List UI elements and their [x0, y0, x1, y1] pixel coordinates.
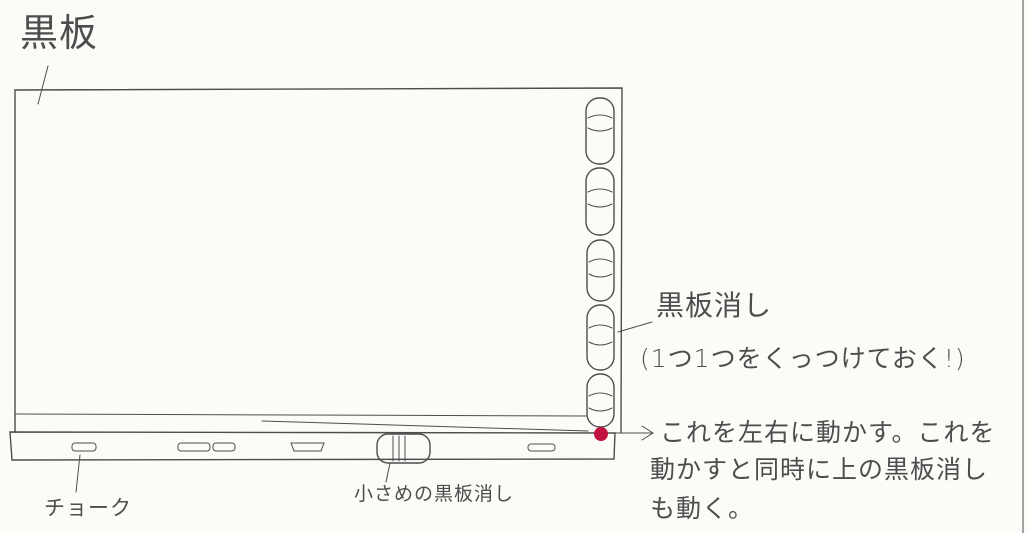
- chalk-piece: [72, 443, 96, 451]
- handle-dot: [594, 427, 608, 441]
- eraser-block: [587, 374, 614, 427]
- board-leader-line: [38, 66, 48, 104]
- chalk-ledge-slant-line: [262, 421, 588, 431]
- move-note-line2: 動かすと同時に上の黒板消し: [650, 455, 989, 484]
- eraser-stripe: [589, 393, 612, 411]
- chalk-leader-line: [76, 455, 80, 492]
- eraser-block: [587, 305, 614, 370]
- chalk-ledge-line: [15, 414, 586, 416]
- eraser-block: [587, 240, 614, 301]
- eraser-block: [586, 168, 614, 235]
- eraser-block: [586, 98, 614, 164]
- small-eraser-leader-line: [386, 463, 390, 482]
- chalk-piece: [178, 443, 210, 451]
- eraser-stripe: [588, 115, 612, 131]
- chalk-piece: [291, 443, 324, 451]
- arrow-right-icon: [612, 426, 653, 440]
- eraser-leader-line: [618, 322, 652, 332]
- small-eraser: [377, 434, 430, 463]
- eraser-stripe: [589, 259, 612, 277]
- chalk-label: チョーク: [44, 496, 132, 520]
- small-eraser-label: 小さめの黒板消し: [354, 483, 515, 505]
- eraser-stripe: [588, 189, 612, 207]
- eraser-stripe: [589, 325, 612, 345]
- chalk-tray: [10, 432, 615, 460]
- chalk-piece: [213, 443, 235, 451]
- eraser-stack: [586, 98, 614, 427]
- board-label: 黒板: [20, 11, 99, 55]
- eraser-note: (1つ1つをくっつけておく!): [640, 344, 966, 373]
- move-note-line1: これを左右に動かす。これを: [660, 418, 996, 447]
- blackboard-frame: [15, 88, 622, 432]
- chalk-piece: [528, 444, 555, 451]
- move-note-line3: も動く。: [650, 494, 755, 523]
- eraser-label: 黒板消し: [656, 289, 773, 322]
